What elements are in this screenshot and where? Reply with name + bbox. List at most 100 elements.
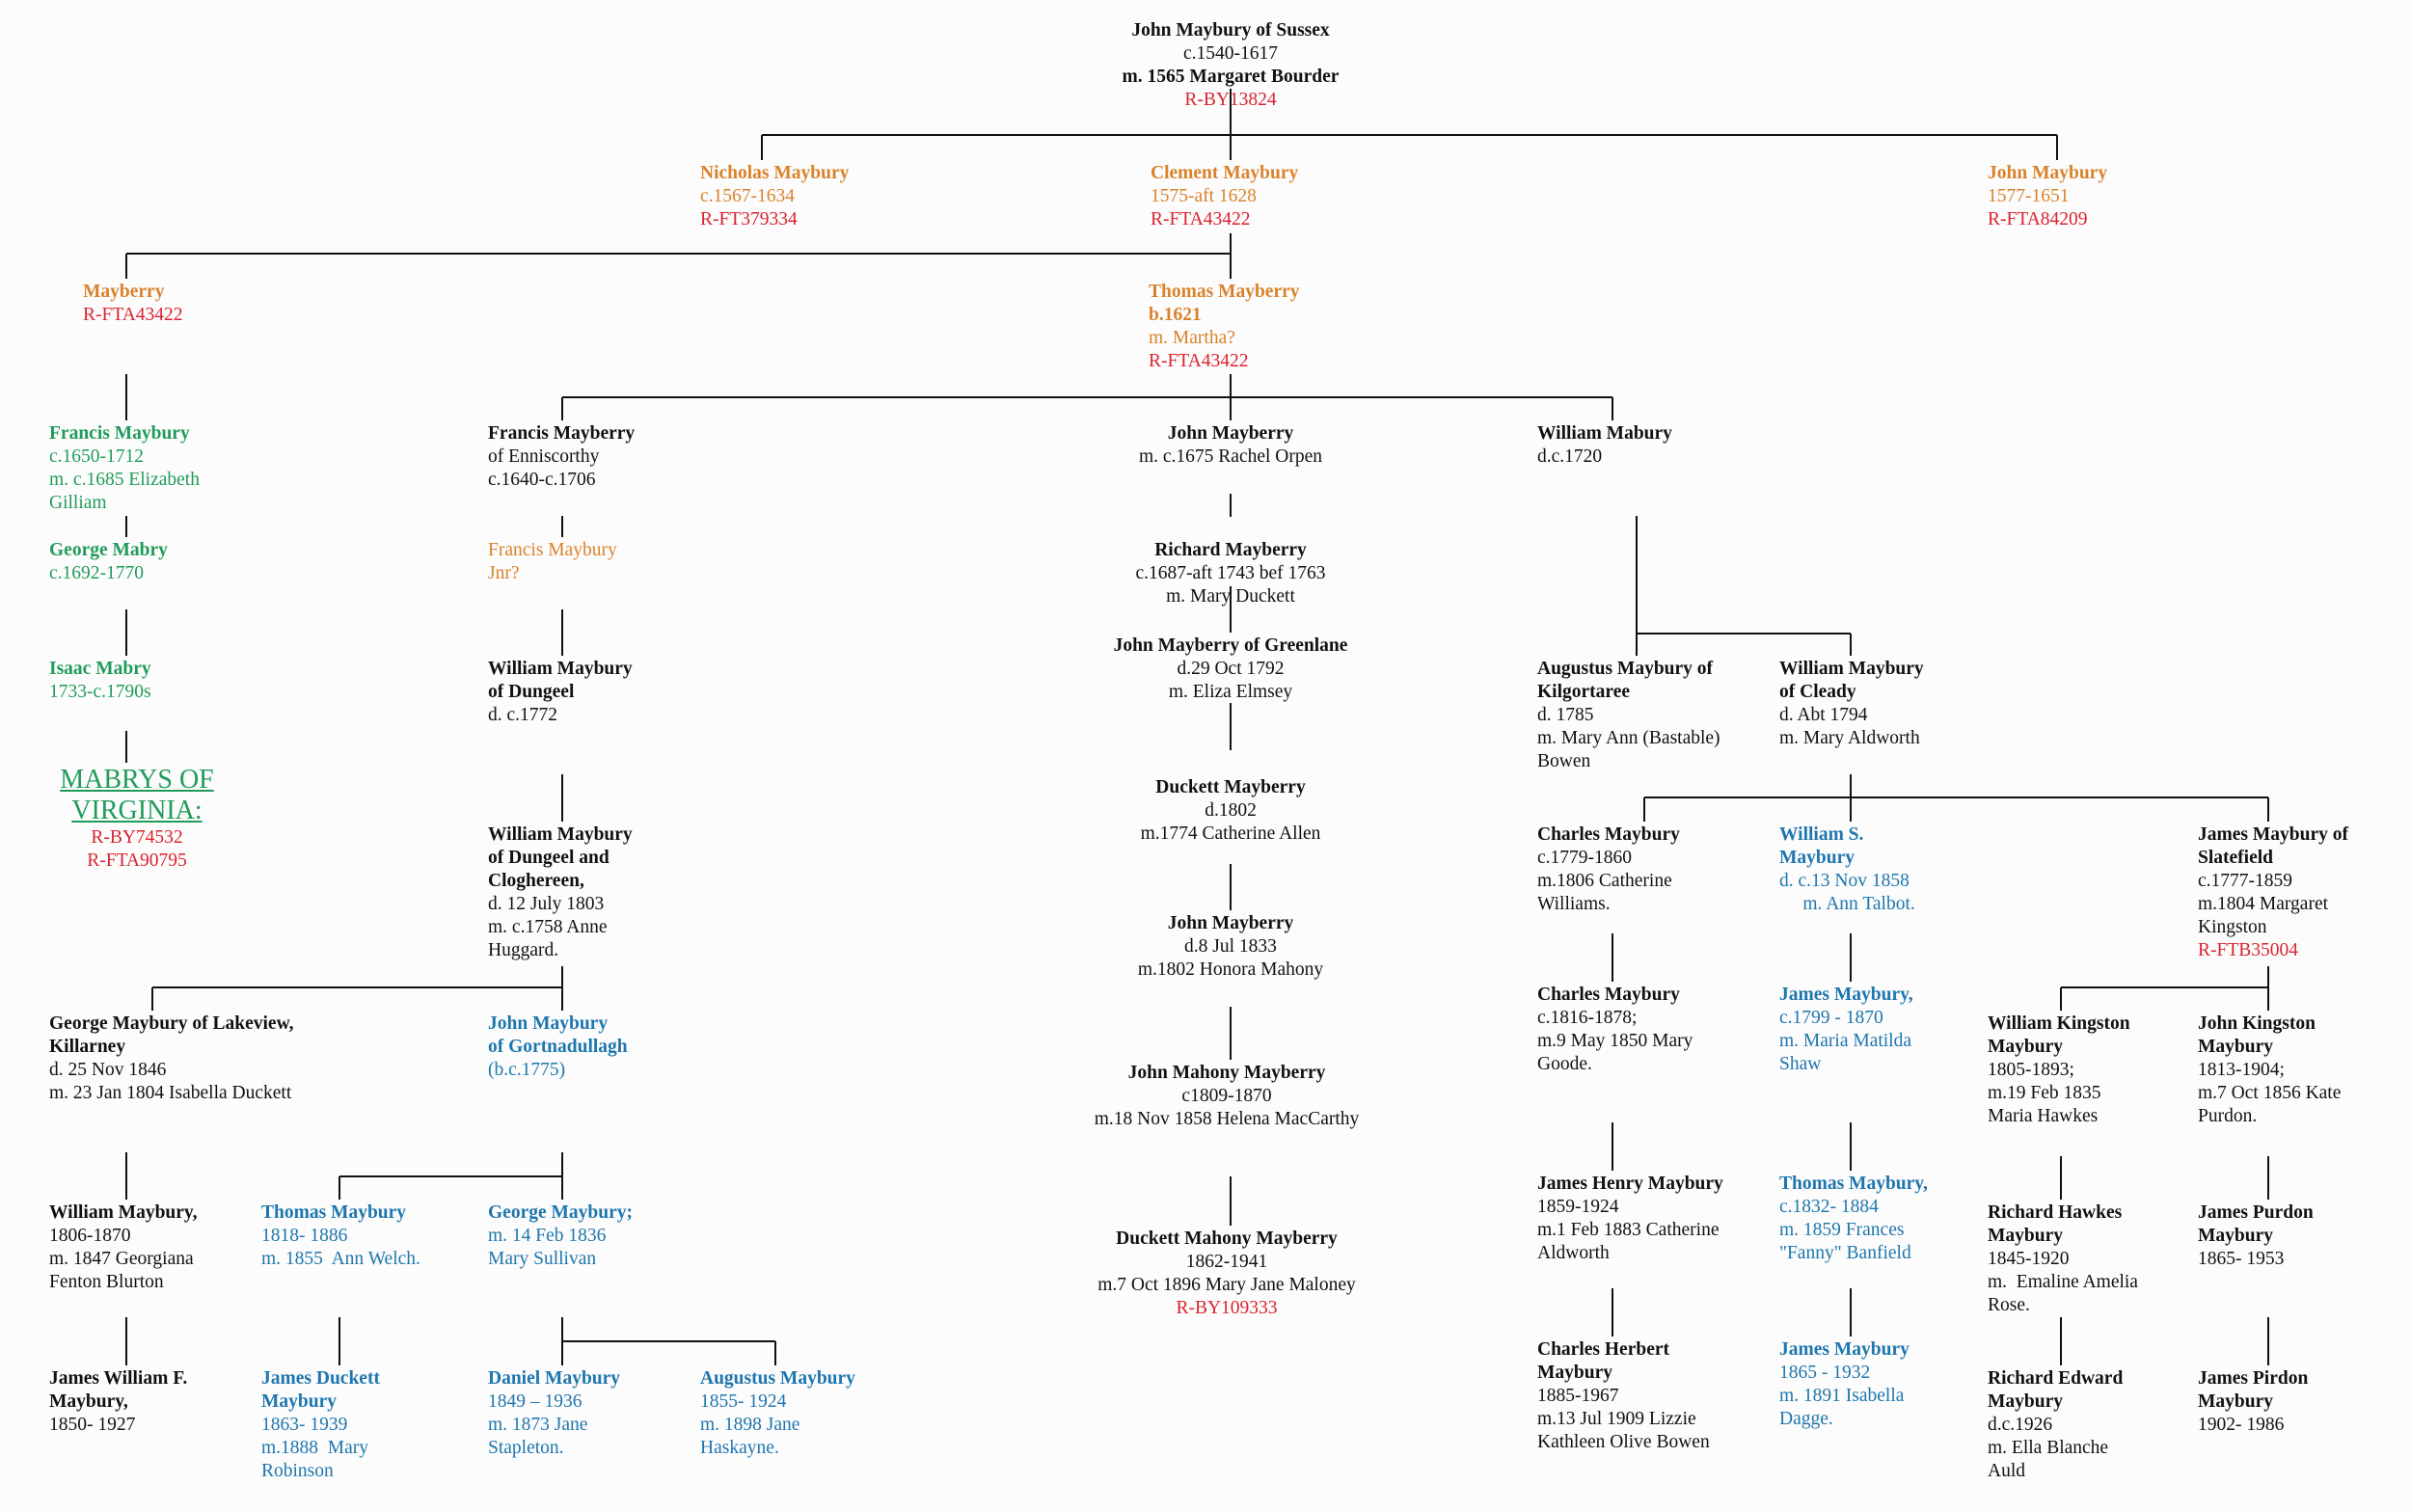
person-detail: m. 1847 Georgiana: [49, 1249, 194, 1269]
person-detail: d. Abt 1794: [1779, 705, 1868, 725]
person-detail: m. Maria Matilda: [1779, 1031, 1912, 1051]
person-james-william: James William F.Maybury,1850- 1927: [49, 1367, 187, 1437]
person-detail: c.1650-1712: [49, 446, 145, 467]
person-detail: Purdon.: [2198, 1106, 2258, 1126]
person-name: Charles Maybury: [1537, 824, 1680, 845]
person-detail: d. c.1772: [488, 705, 558, 725]
person-detail: Shaw: [1779, 1054, 1822, 1074]
person-name: George Mabry: [49, 540, 168, 560]
person-name: Clement Maybury: [1151, 163, 1299, 183]
person-detail: m.7 Oct 1896 Mary Jane Maloney: [1097, 1275, 1356, 1295]
person-detail: m.7 Oct 1856 Kate: [2198, 1083, 2342, 1103]
person-name: Thomas Maybury,: [1779, 1174, 1928, 1194]
person-detail: R-FTB35004: [2198, 940, 2299, 960]
person-detail: m. Mary Ann (Bastable): [1537, 728, 1720, 748]
person-detail: c.1687-aft 1743 bef 1763: [1135, 563, 1326, 583]
person-george1692: George Mabry c.1692-1770: [49, 539, 168, 585]
person-detail: of Gortnadullagh: [488, 1037, 628, 1057]
person-detail: 1885-1967: [1537, 1386, 1619, 1406]
person-name: Thomas Mayberry: [1149, 282, 1300, 302]
person-name: George Maybury;: [488, 1202, 634, 1223]
person-detail: 1863- 1939: [261, 1415, 348, 1435]
person-detail: m. Ann Talbot.: [1779, 894, 1915, 914]
person-detail: c.1692-1770: [49, 563, 145, 583]
person-detail: Aldworth: [1537, 1243, 1610, 1263]
person-detail: d. 12 July 1803: [488, 894, 605, 914]
person-detail: c.1567-1634: [700, 186, 796, 206]
person-detail: m. c.1758 Anne: [488, 917, 608, 937]
person-name: William Maybury: [488, 824, 633, 845]
person-detail: Kathleen Olive Bowen: [1537, 1432, 1710, 1452]
person-name: MABRYS OF: [60, 765, 214, 795]
person-name: John Maybury of Sussex: [1131, 20, 1330, 40]
person-detail: Fenton Blurton: [49, 1272, 164, 1292]
person-detail: R-FTA43422: [1151, 209, 1251, 230]
person-detail: of Cleady: [1779, 682, 1856, 702]
person-detail: Maybury: [2198, 1037, 2273, 1057]
person-detail: 1813-1904;: [2198, 1060, 2285, 1080]
person-detail: c.1540-1617: [1182, 43, 1279, 64]
person-detail: R-BY109333: [1176, 1298, 1278, 1318]
person-name: Daniel Maybury: [488, 1368, 621, 1389]
person-detail: Haskayne.: [700, 1438, 779, 1458]
person-detail: 1575-aft 1628: [1151, 186, 1257, 206]
person-name: John Mayberry: [1167, 913, 1294, 933]
person-name: William Kingston: [1988, 1013, 2130, 1034]
person-detail: Maybury: [2198, 1226, 2273, 1246]
person-detail: c.1799 - 1870: [1779, 1008, 1883, 1028]
person-detail: Goode.: [1537, 1054, 1592, 1074]
person-detail: Williams.: [1537, 894, 1611, 914]
person-name: James Henry Maybury: [1537, 1174, 1723, 1194]
person-detail: c.1832- 1884: [1779, 1197, 1879, 1217]
person-detail: Huggard.: [488, 940, 559, 960]
person-detail: "Fanny" Banfield: [1779, 1243, 1911, 1263]
person-detail: b.1621: [1149, 305, 1202, 325]
person-name: Francis Maybury: [488, 540, 617, 560]
person-detail: 1865- 1953: [2198, 1249, 2285, 1269]
person-name: Mayberry: [83, 282, 165, 302]
person-detail: m. 1565 Margaret Bourder: [1122, 67, 1340, 87]
person-name: William S.: [1779, 824, 1864, 845]
person-detail: Maybury: [1988, 1226, 2063, 1246]
person-detail: Maybury: [2198, 1391, 2273, 1412]
person-name: John Maybury: [1988, 163, 2108, 183]
person-name: Richard Edward: [1988, 1368, 2124, 1389]
person-detail: m.19 Feb 1835: [1988, 1083, 2101, 1103]
person-detail: c.1779-1860: [1537, 848, 1633, 868]
person-name: Charles Maybury: [1537, 985, 1680, 1005]
person-detail: m.1774 Catherine Allen: [1140, 824, 1321, 844]
person-detail: m. c.1675 Rachel Orpen: [1138, 446, 1323, 467]
person-detail: m. 1891 Isabella: [1779, 1386, 1905, 1406]
person-detail: m.1806 Catherine: [1537, 871, 1672, 891]
person-detail: d.c.1926: [1988, 1415, 2053, 1435]
person-detail: c1809-1870: [1181, 1086, 1272, 1106]
person-detail: Stapleton.: [488, 1438, 564, 1458]
person-detail: m.1802 Honora Mahony: [1137, 959, 1324, 980]
person-root: John Maybury of Sussex c.1540-1617 m. 1565…: [1123, 19, 1340, 112]
person-detail: Jnr?: [488, 563, 520, 583]
person-detail: Maybury: [1537, 1363, 1612, 1383]
person-name: James Purdon: [2198, 1202, 2314, 1223]
person-detail: 1855- 1924: [700, 1391, 787, 1412]
person-detail: 1577-1651: [1988, 186, 2070, 206]
person-detail: 1849 – 1936: [488, 1391, 582, 1412]
